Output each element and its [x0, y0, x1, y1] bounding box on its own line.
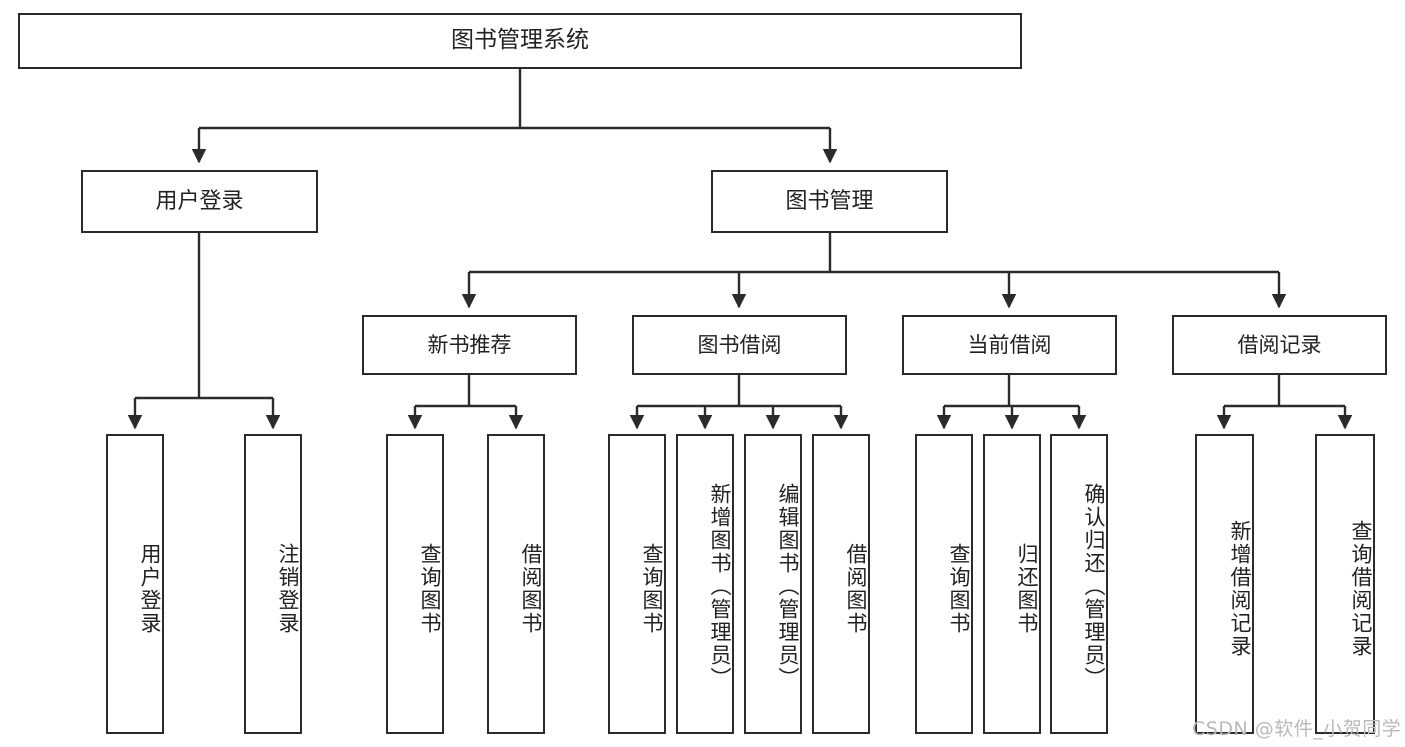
node-leaf-add-book[interactable]: 新增图书（管理员） — [676, 434, 734, 734]
node-leaf-user-logout-label: 注销登录 — [276, 543, 300, 635]
node-leaf-query-book-cur[interactable]: 查询图书 — [915, 434, 973, 734]
node-leaf-edit-book[interactable]: 编辑图书（管理员） — [744, 434, 802, 734]
node-current-borrow-label: 当前借阅 — [967, 332, 1052, 357]
node-borrow-record-label: 借阅记录 — [1237, 332, 1322, 357]
node-leaf-add-record[interactable]: 新增借阅记录 — [1195, 434, 1254, 734]
node-leaf-query-record[interactable]: 查询借阅记录 — [1315, 434, 1375, 734]
node-leaf-return-book[interactable]: 归还图书 — [983, 434, 1041, 734]
node-leaf-borrow-book-label: 借阅图书 — [844, 543, 868, 635]
node-leaf-query-book-borrow[interactable]: 查询图书 — [608, 434, 666, 734]
node-current-borrow[interactable]: 当前借阅 — [902, 315, 1117, 375]
node-leaf-query-record-label: 查询借阅记录 — [1349, 520, 1373, 658]
node-leaf-add-record-label: 新增借阅记录 — [1228, 520, 1252, 658]
node-leaf-edit-book-label: 编辑图书（管理员） — [776, 482, 800, 690]
node-borrow-record[interactable]: 借阅记录 — [1172, 315, 1387, 375]
node-root[interactable]: 图书管理系统 — [18, 13, 1022, 69]
node-leaf-query-book-cur-label: 查询图书 — [947, 543, 971, 635]
node-leaf-borrow-book[interactable]: 借阅图书 — [812, 434, 870, 734]
node-leaf-confirm-return[interactable]: 确认归还（管理员） — [1050, 434, 1108, 734]
node-leaf-user-logout[interactable]: 注销登录 — [244, 434, 302, 734]
node-leaf-borrow-book-rec-label: 借阅图书 — [519, 543, 543, 635]
node-leaf-user-login-label: 用户登录 — [138, 543, 162, 635]
node-user-login-label: 用户登录 — [155, 188, 244, 214]
node-leaf-query-book-borrow-label: 查询图书 — [640, 543, 664, 635]
node-root-label: 图书管理系统 — [451, 27, 589, 54]
node-new-book-rec[interactable]: 新书推荐 — [362, 315, 577, 375]
node-leaf-query-book-rec-label: 查询图书 — [418, 543, 442, 635]
node-leaf-return-book-label: 归还图书 — [1015, 543, 1039, 635]
csdn-watermark: CSDN @软件_小贺同学 — [1192, 718, 1402, 740]
node-leaf-add-book-label: 新增图书（管理员） — [708, 482, 732, 690]
node-book-manage-label: 图书管理 — [785, 188, 874, 214]
node-book-borrow-label: 图书借阅 — [697, 332, 782, 357]
node-leaf-confirm-return-label: 确认归还（管理员） — [1082, 482, 1106, 690]
node-user-login[interactable]: 用户登录 — [81, 170, 318, 233]
node-leaf-borrow-book-rec[interactable]: 借阅图书 — [487, 434, 545, 734]
node-new-book-rec-label: 新书推荐 — [427, 332, 512, 357]
node-book-manage[interactable]: 图书管理 — [711, 170, 948, 233]
node-leaf-user-login[interactable]: 用户登录 — [106, 434, 164, 734]
node-book-borrow[interactable]: 图书借阅 — [632, 315, 847, 375]
node-leaf-query-book-rec[interactable]: 查询图书 — [386, 434, 444, 734]
